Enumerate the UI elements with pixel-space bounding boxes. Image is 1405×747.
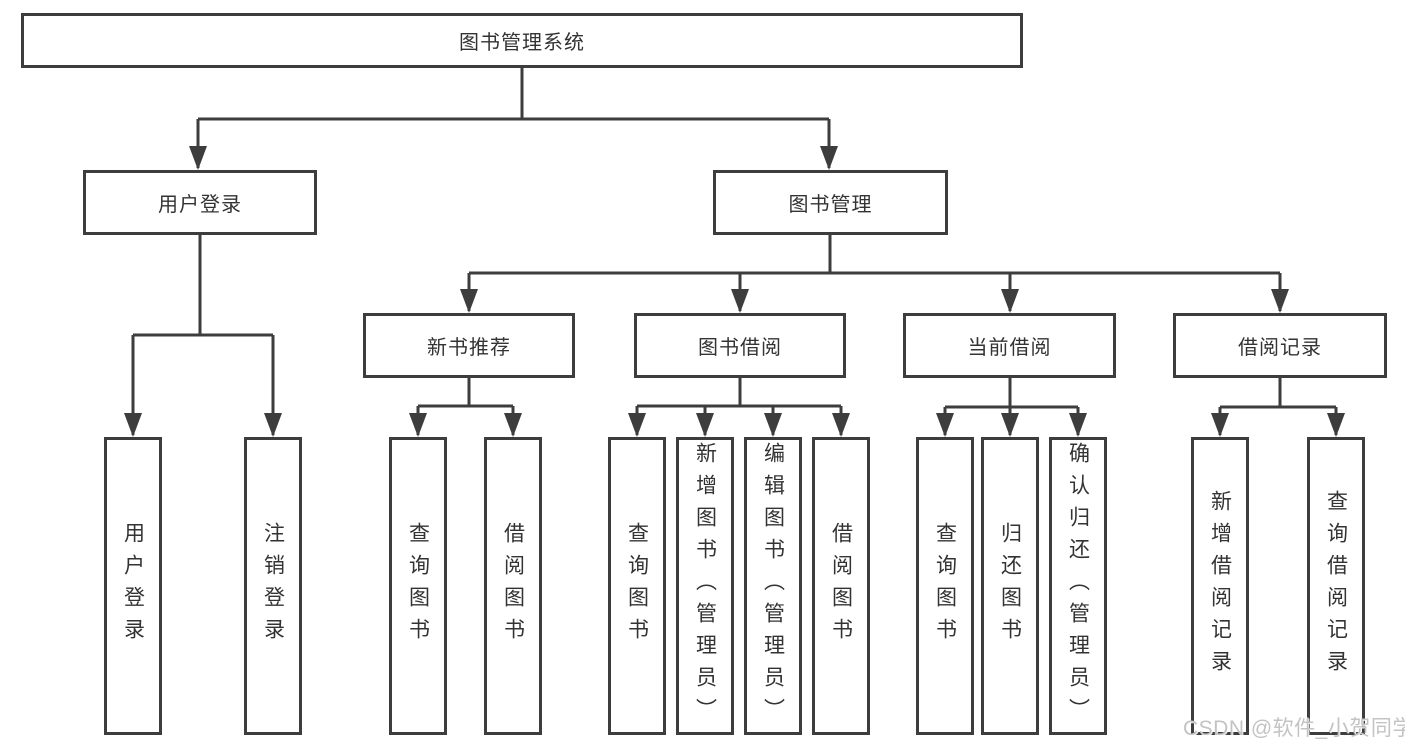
leaf-query-books-borrowing: 查询图书 — [608, 437, 666, 735]
leaf-borrow-books-recommend: 借阅图书 — [484, 437, 542, 735]
leaf-add-book-admin: 新增图书（管理员） — [676, 437, 734, 735]
node-book-borrowing: 图书借阅 — [634, 313, 846, 378]
leaf-query-books-recommend: 查询图书 — [389, 437, 447, 735]
leaf-logout: 注销登录 — [244, 437, 302, 735]
csdn-watermark: CSDN @软件_小贺同学 — [1183, 717, 1405, 740]
node-book-management: 图书管理 — [713, 170, 948, 235]
node-user-login: 用户登录 — [83, 170, 317, 235]
leaf-edit-book-admin: 编辑图书（管理员） — [744, 437, 802, 735]
connector-paths — [131, 68, 1338, 435]
arrow-down-icons — [124, 146, 1345, 437]
node-book-management-system: 图书管理系统 — [21, 13, 1023, 68]
node-borrowing-records: 借阅记录 — [1173, 313, 1387, 378]
leaf-add-borrow-record: 新增借阅记录 — [1191, 437, 1249, 735]
leaf-query-borrow-record: 查询借阅记录 — [1307, 437, 1365, 735]
leaf-borrow-books-borrowing: 借阅图书 — [812, 437, 870, 735]
node-current-borrowing: 当前借阅 — [903, 313, 1116, 378]
leaf-query-books-current: 查询图书 — [916, 437, 974, 735]
node-new-book-recommend: 新书推荐 — [363, 313, 575, 378]
leaf-user-login: 用户登录 — [104, 437, 162, 735]
leaf-confirm-return-admin: 确认归还（管理员） — [1049, 437, 1107, 735]
leaf-return-books: 归还图书 — [981, 437, 1039, 735]
